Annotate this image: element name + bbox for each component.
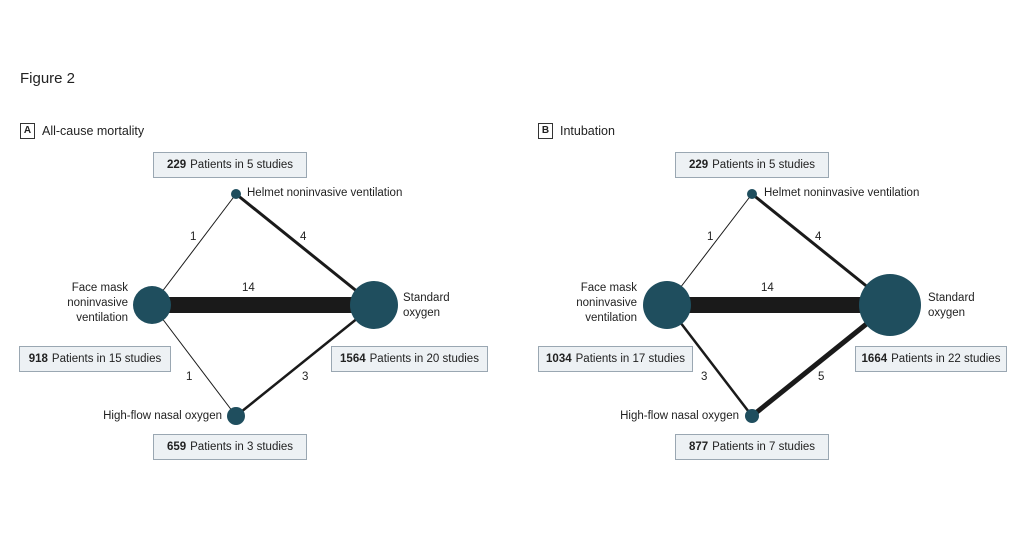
a-edge-label-helmet-standard: 4 <box>300 231 307 243</box>
b-node-standard <box>859 274 921 336</box>
b-facemask-studies: Patients in 17 studies <box>575 353 685 365</box>
panel-b-letter: B <box>538 123 553 139</box>
b-highflow-patients: 877 <box>688 441 709 453</box>
b-helmet-label: Helmet noninvasive ventilation <box>764 187 920 199</box>
b-edge-label-facemask-standard: 14 <box>761 282 774 294</box>
a-facemask-studies: Patients in 15 studies <box>51 353 162 365</box>
b-node-helmet <box>747 189 757 199</box>
a-helmet-label: Helmet noninvasive ventilation <box>247 187 403 199</box>
a-helmet-patients: 229 <box>166 159 187 171</box>
b-facemask-label: Face mask noninvasive ventilation <box>565 281 637 326</box>
a-standard-label: Standard oxygen <box>403 291 450 321</box>
b-node-highflow <box>745 409 759 423</box>
panel-a-title: All-cause mortality <box>42 124 145 138</box>
a-facemask-patients: 918 <box>28 353 48 365</box>
b-edge-label-facemask-highflow: 3 <box>701 371 708 383</box>
a-node-facemask <box>133 286 171 324</box>
b-facemask-label-line3: ventilation <box>585 312 637 324</box>
b-helmet-patients: 229 <box>688 159 709 171</box>
a-facemask-label-line2: noninvasive <box>67 297 128 309</box>
a-edge-helmet-facemask <box>151 193 237 306</box>
b-standard-label-line1: Standard <box>928 292 975 304</box>
a-standard-patients: 1564 <box>340 353 366 365</box>
a-standard-studies: Patients in 20 studies <box>369 353 479 365</box>
b-facemask-label-line2: noninvasive <box>576 297 637 309</box>
a-node-helmet <box>231 189 241 199</box>
a-highflow-patients: 659 <box>166 441 187 453</box>
panel-b-header: B Intubation <box>538 123 615 139</box>
b-standard-label: Standard oxygen <box>928 291 975 321</box>
b-highflow-studies: Patients in 7 studies <box>712 441 816 453</box>
a-standard-label-line1: Standard <box>403 292 450 304</box>
b-standard-patients: 1664 <box>861 353 888 365</box>
a-standard-label-line2: oxygen <box>403 307 441 319</box>
b-node-facemask <box>643 281 691 329</box>
a-edge-highflow-standard <box>235 304 375 417</box>
a-facemask-label-line3: ventilation <box>76 312 128 324</box>
a-node-highflow <box>227 407 245 425</box>
b-highflow-label: High-flow nasal oxygen <box>620 410 739 422</box>
a-edge-label-helmet-facemask: 1 <box>190 231 197 243</box>
b-facemask-patients: 1034 <box>546 353 572 365</box>
a-node-standard <box>350 281 398 329</box>
figure-title: Figure 2 <box>20 70 76 87</box>
a-edge-label-facemask-highflow: 1 <box>186 371 193 383</box>
b-helmet-studies: Patients in 5 studies <box>712 159 816 171</box>
a-highflow-label: High-flow nasal oxygen <box>103 410 222 422</box>
b-edge-label-helmet-standard: 4 <box>815 231 822 243</box>
a-edge-helmet-standard <box>235 192 375 307</box>
b-edge-label-helmet-facemask: 1 <box>707 231 714 243</box>
b-standard-label-line2: oxygen <box>928 307 966 319</box>
a-facemask-label-line1: Face mask <box>71 282 128 294</box>
panel-a-letter: A <box>20 123 35 139</box>
b-standard-studies: Patients in 22 studies <box>891 353 1001 365</box>
a-edge-label-highflow-standard: 3 <box>302 371 309 383</box>
a-facemask-label: Face mask noninvasive ventilation <box>56 281 128 326</box>
panel-b-title: Intubation <box>560 124 615 138</box>
a-helmet-studies: Patients in 5 studies <box>190 159 294 171</box>
b-edge-label-highflow-standard: 5 <box>818 371 825 383</box>
b-facemask-label-line1: Face mask <box>580 282 637 294</box>
a-edge-label-facemask-standard: 14 <box>242 282 255 294</box>
panel-a-header: A All-cause mortality <box>20 123 144 139</box>
a-highflow-studies: Patients in 3 studies <box>190 441 294 453</box>
a-edge-facemask-highflow <box>151 304 237 417</box>
